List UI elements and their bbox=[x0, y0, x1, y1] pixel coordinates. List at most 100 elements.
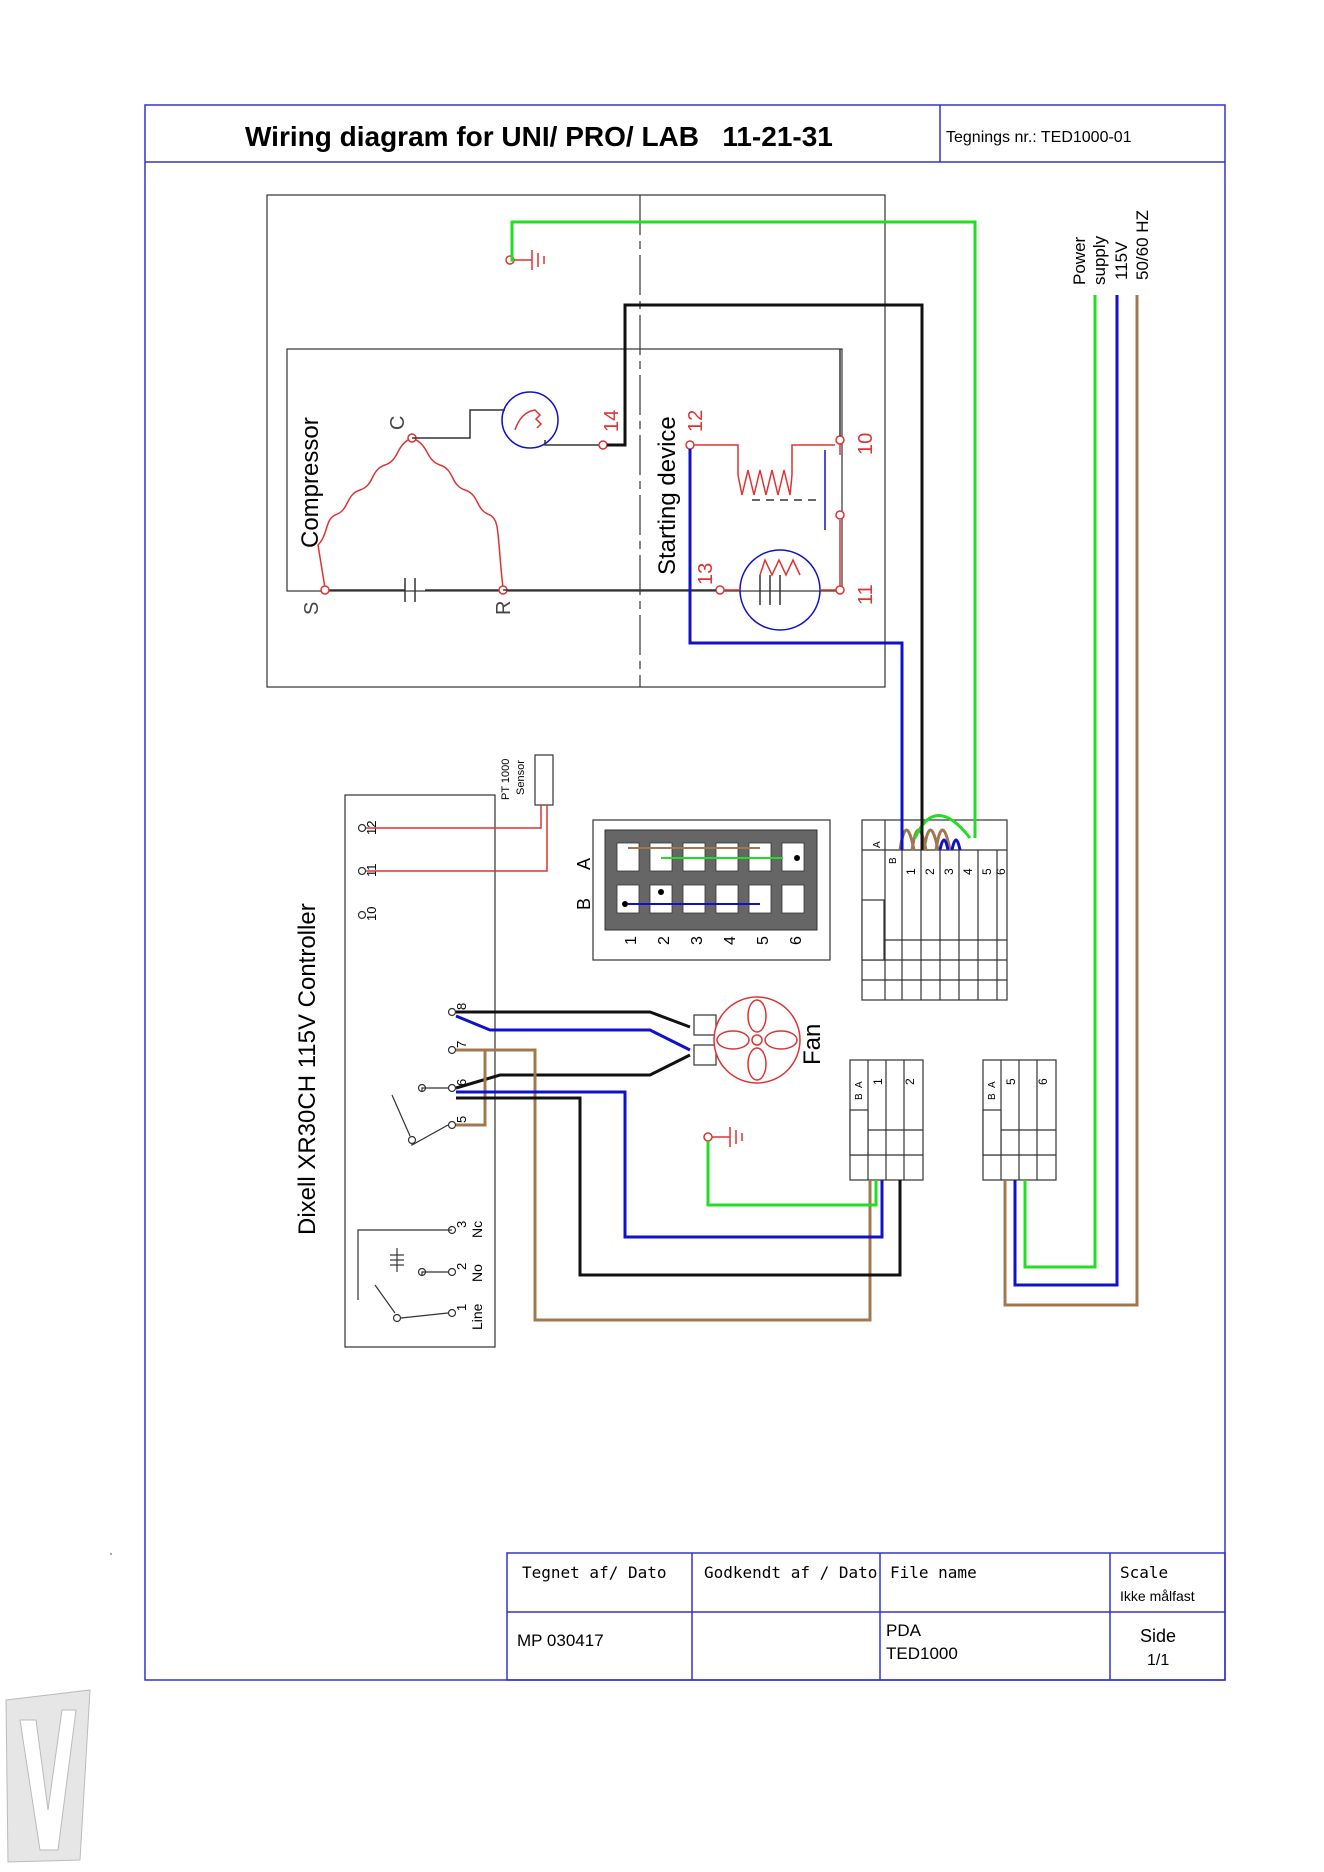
compressor-inner-frame bbox=[286, 348, 843, 592]
block-blue-jumpers bbox=[938, 838, 962, 851]
sensor-label-1: PT 1000 bbox=[500, 759, 512, 800]
pt1000-sensor bbox=[534, 754, 554, 806]
wire-c-to-overload bbox=[412, 409, 505, 439]
run-capacitor-symbol bbox=[404, 578, 416, 602]
block-pin-5: 5 bbox=[980, 868, 994, 875]
relay-no-label: No bbox=[469, 1264, 485, 1282]
wire-blue-12-to-block bbox=[688, 449, 904, 850]
wire-blue-6-to-block bbox=[456, 1090, 884, 1239]
power-label: Power bbox=[1070, 236, 1089, 285]
wire-black-6-to-block bbox=[456, 1096, 902, 1277]
controller-terminal-6: 6 bbox=[454, 1079, 469, 1086]
small-terminal-block-2 bbox=[982, 1059, 1057, 1181]
pin-13-label: 13 bbox=[695, 563, 717, 585]
pin-14-label: 14 bbox=[601, 410, 623, 432]
panel-column-6: 6 bbox=[788, 936, 805, 945]
controller-terminal-3: 3 bbox=[454, 1221, 469, 1228]
terminal-s-dot bbox=[320, 585, 330, 595]
pin-12-dot bbox=[685, 440, 695, 450]
scan-speck bbox=[110, 1553, 112, 1555]
title-block-drawn-by-value: MP 030417 bbox=[517, 1631, 604, 1650]
panel-dot-a6 bbox=[794, 855, 800, 861]
block-pin-3: 3 bbox=[942, 868, 956, 875]
compressor-motor-windings bbox=[317, 437, 504, 591]
main-terminal-block bbox=[861, 819, 1008, 1001]
pin-10-dot bbox=[835, 435, 845, 445]
wire-brown-7-to-5 bbox=[456, 1048, 487, 1127]
panel-column-5: 5 bbox=[755, 936, 772, 945]
wire-black-14-to-block bbox=[607, 303, 924, 850]
block-green-loop bbox=[913, 814, 972, 839]
small-terminal-block-1 bbox=[849, 1059, 924, 1181]
small-block-1-a: A bbox=[854, 1081, 865, 1088]
small-block-2-b: B bbox=[987, 1093, 998, 1100]
panel-column-1: 1 bbox=[623, 936, 640, 945]
controller-box bbox=[344, 794, 496, 1348]
wire-fan-black-6 bbox=[455, 1053, 691, 1090]
controller-terminal-7: 7 bbox=[454, 1041, 469, 1048]
panel-column-3: 3 bbox=[689, 936, 706, 945]
compressor-label: Compressor bbox=[297, 417, 324, 548]
company-logo bbox=[5, 1689, 91, 1863]
wire-power-green bbox=[1023, 295, 1097, 1269]
controller-terminal-8: 8 bbox=[454, 1003, 469, 1010]
controller-label: Dixell XR30CH 115V Controller bbox=[294, 903, 321, 1235]
controller-terminal-2: 2 bbox=[454, 1263, 469, 1270]
title-block-scale-header: Scale bbox=[1120, 1563, 1168, 1582]
controller-internal-relay bbox=[357, 1087, 452, 1319]
wire-green-earth-fan bbox=[706, 1141, 878, 1207]
pin-11-dot bbox=[835, 585, 845, 595]
controller-terminal-1: 1 bbox=[454, 1304, 469, 1311]
panel-dot-b2 bbox=[658, 889, 664, 895]
block-pin-1: 1 bbox=[904, 868, 918, 875]
starting-device-label: Starting device bbox=[654, 416, 681, 575]
drawing-number: Tegnings nr.: TED1000-01 bbox=[946, 129, 1132, 146]
wire-sensor-to-11 bbox=[366, 805, 548, 872]
small-block-1-pin-2: 2 bbox=[903, 1078, 917, 1085]
panel-dot-b1 bbox=[622, 901, 628, 907]
title-block-scale-value: Ikke målfast bbox=[1120, 1588, 1195, 1604]
ptc-resistor-icon bbox=[759, 557, 801, 605]
title-block-drawn-by-header: Tegnet af/ Dato bbox=[522, 1563, 667, 1582]
relay-coil-icon bbox=[390, 1248, 404, 1272]
block-pin-6: 6 bbox=[994, 868, 1008, 875]
overload-protector-icon bbox=[501, 391, 559, 449]
ground-icon-fan bbox=[703, 1127, 743, 1147]
wire-power-blue bbox=[1013, 295, 1119, 1287]
small-block-2-pin-5: 5 bbox=[1004, 1078, 1018, 1085]
overload-heater-icon bbox=[514, 409, 543, 431]
panel-column-2: 2 bbox=[656, 936, 673, 945]
title-block-side-header: Side bbox=[1140, 1626, 1176, 1646]
fan-blades-icon bbox=[716, 999, 798, 1081]
wire-overload-to-14 bbox=[544, 440, 600, 446]
wire-fan-black-8 bbox=[456, 1010, 691, 1029]
controller-terminal-10: 10 bbox=[364, 907, 379, 921]
wire-sensor-to-12 bbox=[366, 805, 542, 829]
pin-13-dot bbox=[715, 585, 725, 595]
small-block-2-a: A bbox=[987, 1081, 998, 1088]
block-pin-4: 4 bbox=[961, 868, 975, 875]
compressor-enclosure bbox=[266, 194, 886, 688]
wire-power-brown bbox=[1003, 295, 1139, 1307]
title-block-file-value-2: TED1000 bbox=[886, 1644, 958, 1663]
fan-connector-top bbox=[693, 1014, 717, 1036]
wire-green-earth-compressor bbox=[510, 220, 977, 838]
relay-line-label: Line bbox=[469, 1303, 485, 1330]
wire-fan-blue-8 bbox=[455, 1014, 691, 1052]
small-block-1-pin-1: 1 bbox=[871, 1078, 885, 1085]
block-label-a: A bbox=[872, 841, 883, 848]
title-block-file-value-1: PDA bbox=[886, 1621, 922, 1640]
panel-column-4: 4 bbox=[722, 936, 739, 945]
frequency-label: 50/60 HZ bbox=[1133, 210, 1152, 280]
voltage-label: 115V bbox=[1112, 241, 1131, 280]
pin-11-label: 11 bbox=[855, 584, 877, 605]
pin-14-dot bbox=[598, 440, 608, 450]
sensor-label-2: Sensor bbox=[515, 760, 527, 795]
title-block bbox=[506, 1552, 1226, 1681]
title-block-approved-header: Godkendt af / Dato bbox=[704, 1563, 877, 1582]
controller-terminals bbox=[357, 823, 457, 1323]
terminal-c-label: C bbox=[387, 416, 409, 430]
supply-label: supply bbox=[1090, 235, 1109, 285]
panel-row-b-label: B bbox=[574, 898, 594, 910]
